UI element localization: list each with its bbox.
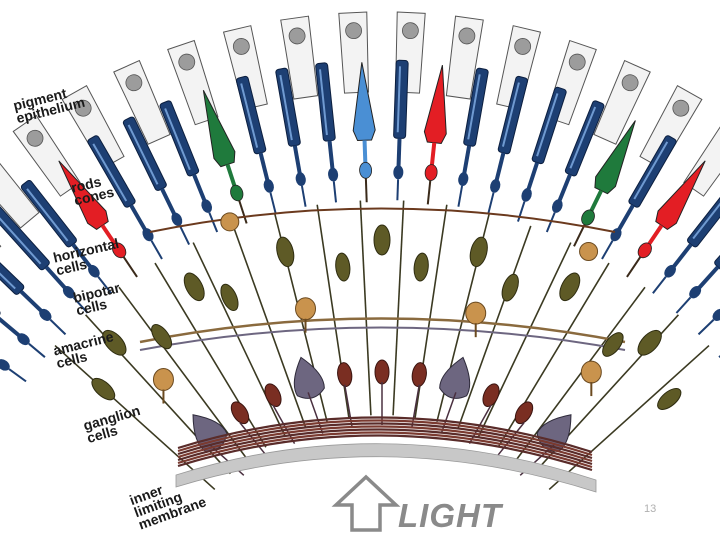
horizontal-cell-tan <box>580 243 598 261</box>
horizontal-cell <box>467 235 490 268</box>
bipolar-cell <box>217 282 241 313</box>
amacrine-cell <box>296 298 316 320</box>
rod-cell <box>694 233 720 339</box>
neurite <box>393 201 404 416</box>
bipolar-cell <box>654 385 684 414</box>
inner-limiting-membrane <box>176 417 596 492</box>
amacrine-cell <box>153 369 173 391</box>
ganglion-cell-small <box>512 399 537 427</box>
horizontal-cell <box>274 235 297 268</box>
ganglion-cell-small <box>262 381 285 409</box>
amacrine-cell <box>466 302 486 324</box>
light-arrow-icon <box>336 477 396 530</box>
nucleus <box>345 22 362 39</box>
bipolar-cell-layer <box>88 252 684 413</box>
up-arrow-icon <box>336 477 396 530</box>
horizontal-cell <box>180 270 208 304</box>
nucleus <box>402 22 419 39</box>
page-number: 13 <box>644 503 656 515</box>
ganglion-cell-small <box>480 381 503 409</box>
neurite <box>360 201 371 416</box>
rod-cell <box>315 63 342 203</box>
horizontal-cell <box>634 326 666 359</box>
bipolar-cell <box>334 252 351 281</box>
horizontal-cell <box>556 270 584 304</box>
neurite <box>549 346 709 490</box>
horizontal-cell <box>374 225 390 255</box>
horizontal-cell-tan <box>221 213 239 231</box>
ganglion-cell-small <box>375 360 389 384</box>
bipolar-cell <box>413 252 430 281</box>
ganglion-cell-small <box>411 362 428 388</box>
ganglion-cell-small <box>336 362 353 388</box>
epithelium-cell <box>638 86 702 169</box>
amacrine-cell <box>581 361 601 383</box>
rod-cell <box>391 60 408 200</box>
light-label: LIGHT <box>398 497 502 535</box>
bipolar-cell <box>499 272 522 303</box>
ganglion-cell-small <box>228 399 253 427</box>
rod-cell <box>597 135 677 262</box>
